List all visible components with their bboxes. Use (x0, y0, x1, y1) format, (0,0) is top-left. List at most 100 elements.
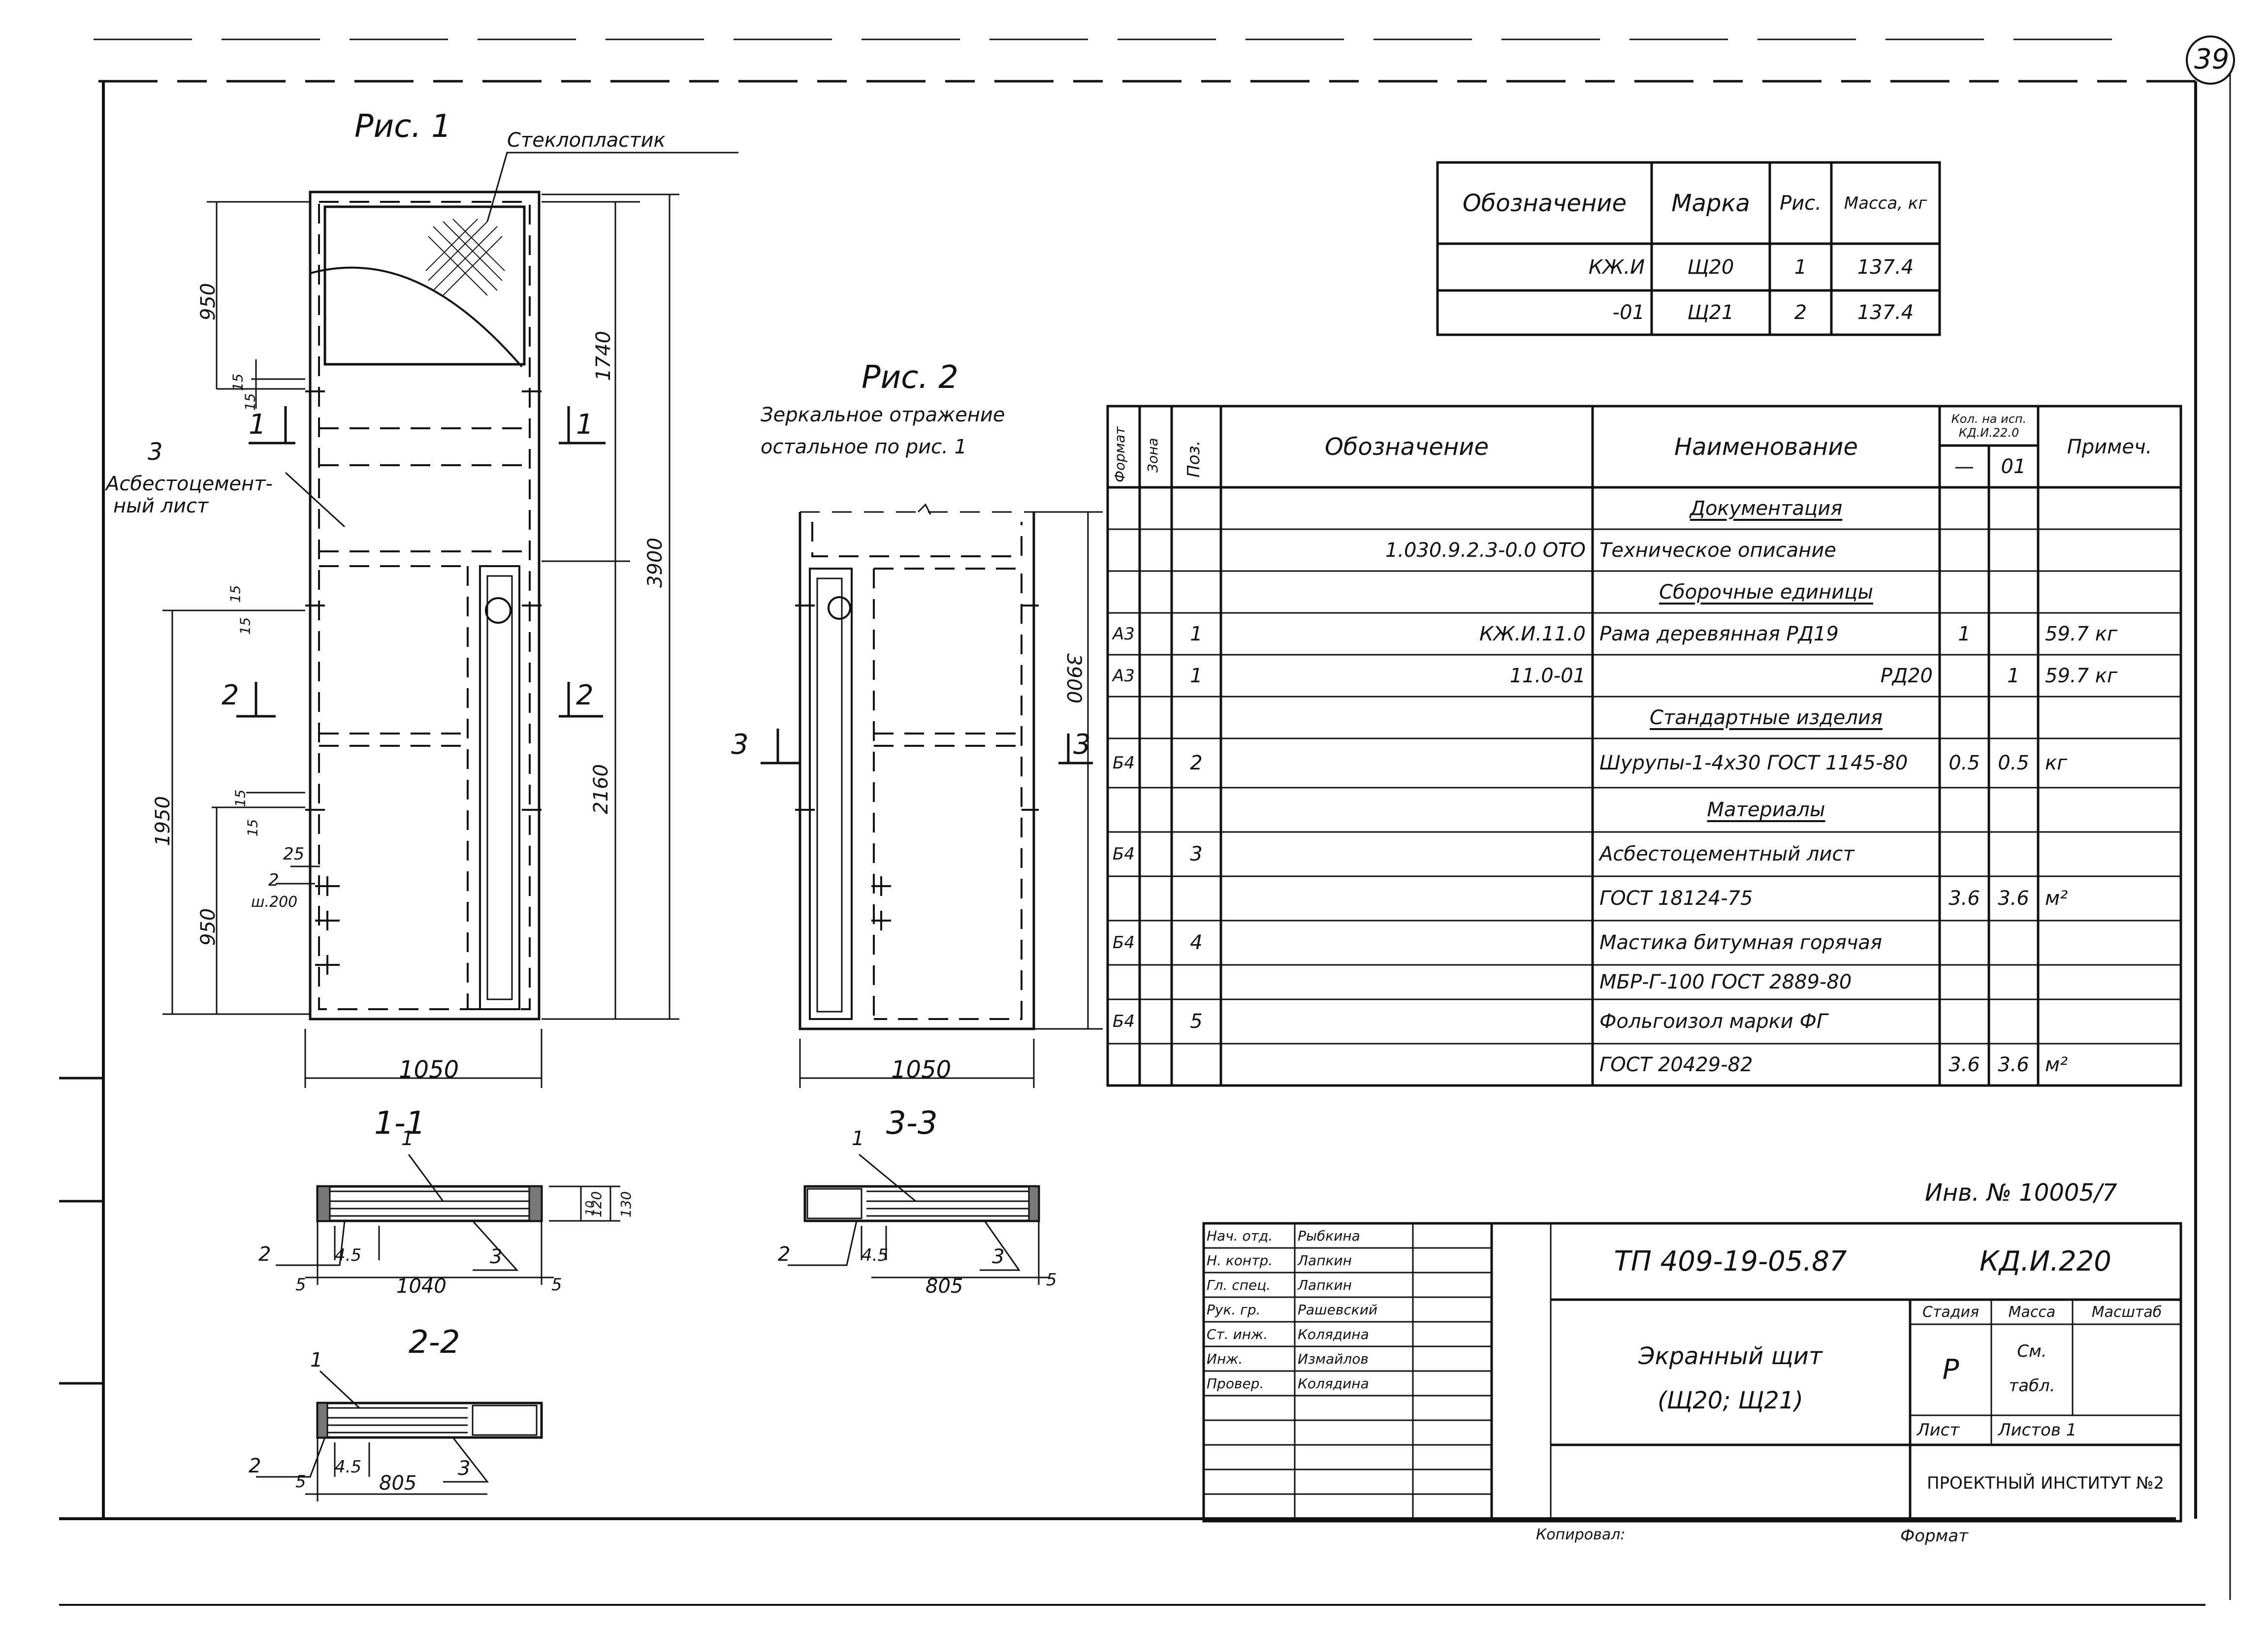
section-mark-3-left: 3 (731, 729, 749, 761)
part3-label-line1: Асбестоцемент- (106, 473, 273, 495)
spec-header-designation: Обозначение (1324, 433, 1489, 461)
marks-row1-designation: КЖ.И (1588, 255, 1645, 279)
s11-dim-5-left: 5 (295, 1275, 306, 1295)
spec-row-13-name: Фольгоизол марки ФГ (1599, 1010, 1828, 1033)
spec-row-5-pos: 1 (1190, 664, 1203, 687)
marks-row2-fig: 2 (1794, 301, 1807, 324)
s11-part1: 1 (401, 1127, 414, 1150)
spec-row-2-format (1108, 529, 1140, 571)
s22-dim-4-5: 4.5 (335, 1457, 362, 1477)
spec-row-12-q2 (1989, 965, 2038, 999)
spec-row-4-q2 (1989, 613, 2038, 655)
spec-row-4-name: Рама деревянная РД19 (1599, 622, 1839, 645)
spec-header-qty: Кол. на исп. КД.И.22.0 (1951, 412, 2027, 440)
mass-value-line1: См. (2017, 1341, 2047, 1361)
signature-name-1: Рыбкина (1298, 1227, 1360, 1244)
section-mark-2-left: 2 (222, 679, 239, 711)
spec-row-8-format (1108, 788, 1140, 832)
dim-15-a: 15 (229, 373, 246, 391)
spec-row-3-name: Сборочные единицы (1659, 580, 1873, 604)
section-mark-1-right: 1 (576, 409, 594, 441)
dim-15-c: 15 (227, 585, 244, 603)
spec-row-6-q1 (1940, 697, 1989, 738)
product-name-line2: (Щ20; Щ21) (1657, 1387, 1804, 1414)
dim-1950: 1950 (151, 796, 174, 846)
signature-role-6: Инж. (1207, 1350, 1243, 1367)
s11-part2: 2 (258, 1243, 271, 1266)
spec-row-2-q1 (1940, 529, 1989, 571)
spec-row-4-designation: КЖ.И.11.0 (1479, 622, 1586, 645)
spec-row-2-pos (1172, 529, 1221, 571)
section-mark-1-left: 1 (249, 409, 266, 441)
spec-row-8-name: Материалы (1707, 798, 1825, 821)
dim-15-d: 15 (237, 617, 254, 635)
figure1-title: Рис. 1 (354, 108, 451, 145)
inventory-number: Инв. № 10005/7 (1925, 1179, 2117, 1207)
page-number: 39 (2194, 43, 2230, 75)
spec-row-1-format (1108, 487, 1140, 529)
section-3-3-title: 3-3 (886, 1105, 938, 1142)
spec-row-13-note (2038, 999, 2181, 1044)
spec-row-11-pos: 4 (1190, 931, 1203, 954)
copied-by: Копировал: (1536, 1526, 1626, 1543)
spec-row-11-note (2038, 921, 2181, 965)
dim-top-950: 950 (197, 283, 220, 321)
dim-15-e: 15 (232, 789, 249, 807)
format-label: Формат (1900, 1526, 1968, 1546)
spec-row-4-note: 59.7 кг (2045, 622, 2117, 645)
spec-row-12-note (2038, 965, 2181, 999)
spec-row-12-name: МБР-Г-100 ГОСТ 2889-80 (1599, 971, 1852, 993)
signature-name-5: Колядина (1298, 1326, 1369, 1342)
figure2-subtitle-line1: Зеркальное отражение (761, 404, 1005, 426)
stage-label: Стадия (1922, 1303, 1980, 1321)
signature-name-7: Колядина (1298, 1375, 1369, 1392)
spec-row-5-name: РД20 (1880, 664, 1933, 687)
spec-row-13-pos: 5 (1190, 1010, 1203, 1033)
spec-row-3-note (2038, 571, 2181, 613)
section-1-1-title: 1-1 (374, 1105, 426, 1142)
spec-row-3-format (1108, 571, 1140, 613)
s11-dim-120: 120 (588, 1191, 605, 1218)
sheets-label: Листов 1 (1998, 1420, 2077, 1440)
spec-row-8-q1 (1940, 788, 1989, 832)
spec-row-3-q1 (1940, 571, 1989, 613)
spec-row-7-pos: 2 (1190, 752, 1203, 774)
marks-row2-mass: 137.4 (1857, 301, 1914, 324)
section-mark-2-right: 2 (576, 679, 594, 711)
document-code: КД.И.220 (1980, 1245, 2111, 1277)
spec-row-5-format: А3 (1113, 666, 1135, 686)
section-mark-3-right: 3 (1073, 729, 1091, 761)
marks-row2-designation: -01 (1612, 301, 1645, 324)
fig2-width: 1050 (891, 1056, 952, 1084)
marks-header-designation: Обозначение (1462, 189, 1627, 217)
marks-header-fig: Рис. (1780, 192, 1821, 215)
section-1-1 (276, 1154, 620, 1285)
dim-1740: 1740 (592, 331, 615, 381)
spec-row-7-note: кг (2045, 752, 2068, 774)
spec-row-10-designation (1221, 876, 1593, 921)
spec-row-9-note (2038, 832, 2181, 876)
spec-row-7-name: Шурупы-1-4х30 ГОСТ 1145-80 (1599, 752, 1908, 774)
spec-row-9-name: Асбестоцементный лист (1599, 843, 1854, 865)
spec-row-13-q1 (1940, 999, 1989, 1044)
spec-row-10-q1: 3.6 (1949, 887, 1980, 910)
stage-value: Р (1942, 1354, 1959, 1386)
spec-header-zone: Зона (1145, 438, 1161, 473)
spec-row-11-q1 (1940, 921, 1989, 965)
spec-row-1-note (2038, 487, 2181, 529)
signature-role-5: Ст. инж. (1207, 1326, 1268, 1342)
spec-row-9-q1 (1940, 832, 1989, 876)
dim-15-f: 15 (244, 819, 261, 837)
spec-row-1-q2 (1989, 487, 2038, 529)
spec-header-format: Формат (1112, 426, 1128, 482)
s22-dim-805: 805 (379, 1472, 417, 1495)
spec-row-3-pos (1172, 571, 1221, 613)
s33-part2: 2 (778, 1243, 791, 1266)
spec-row-7-q1: 0.5 (1949, 752, 1980, 774)
signature-role-2: Н. контр. (1207, 1252, 1273, 1269)
figure1-panel (162, 152, 738, 1088)
sheet-label: Лист (1917, 1420, 1960, 1440)
part3-number: 3 (148, 438, 163, 466)
spec-row-13-designation (1221, 999, 1593, 1044)
